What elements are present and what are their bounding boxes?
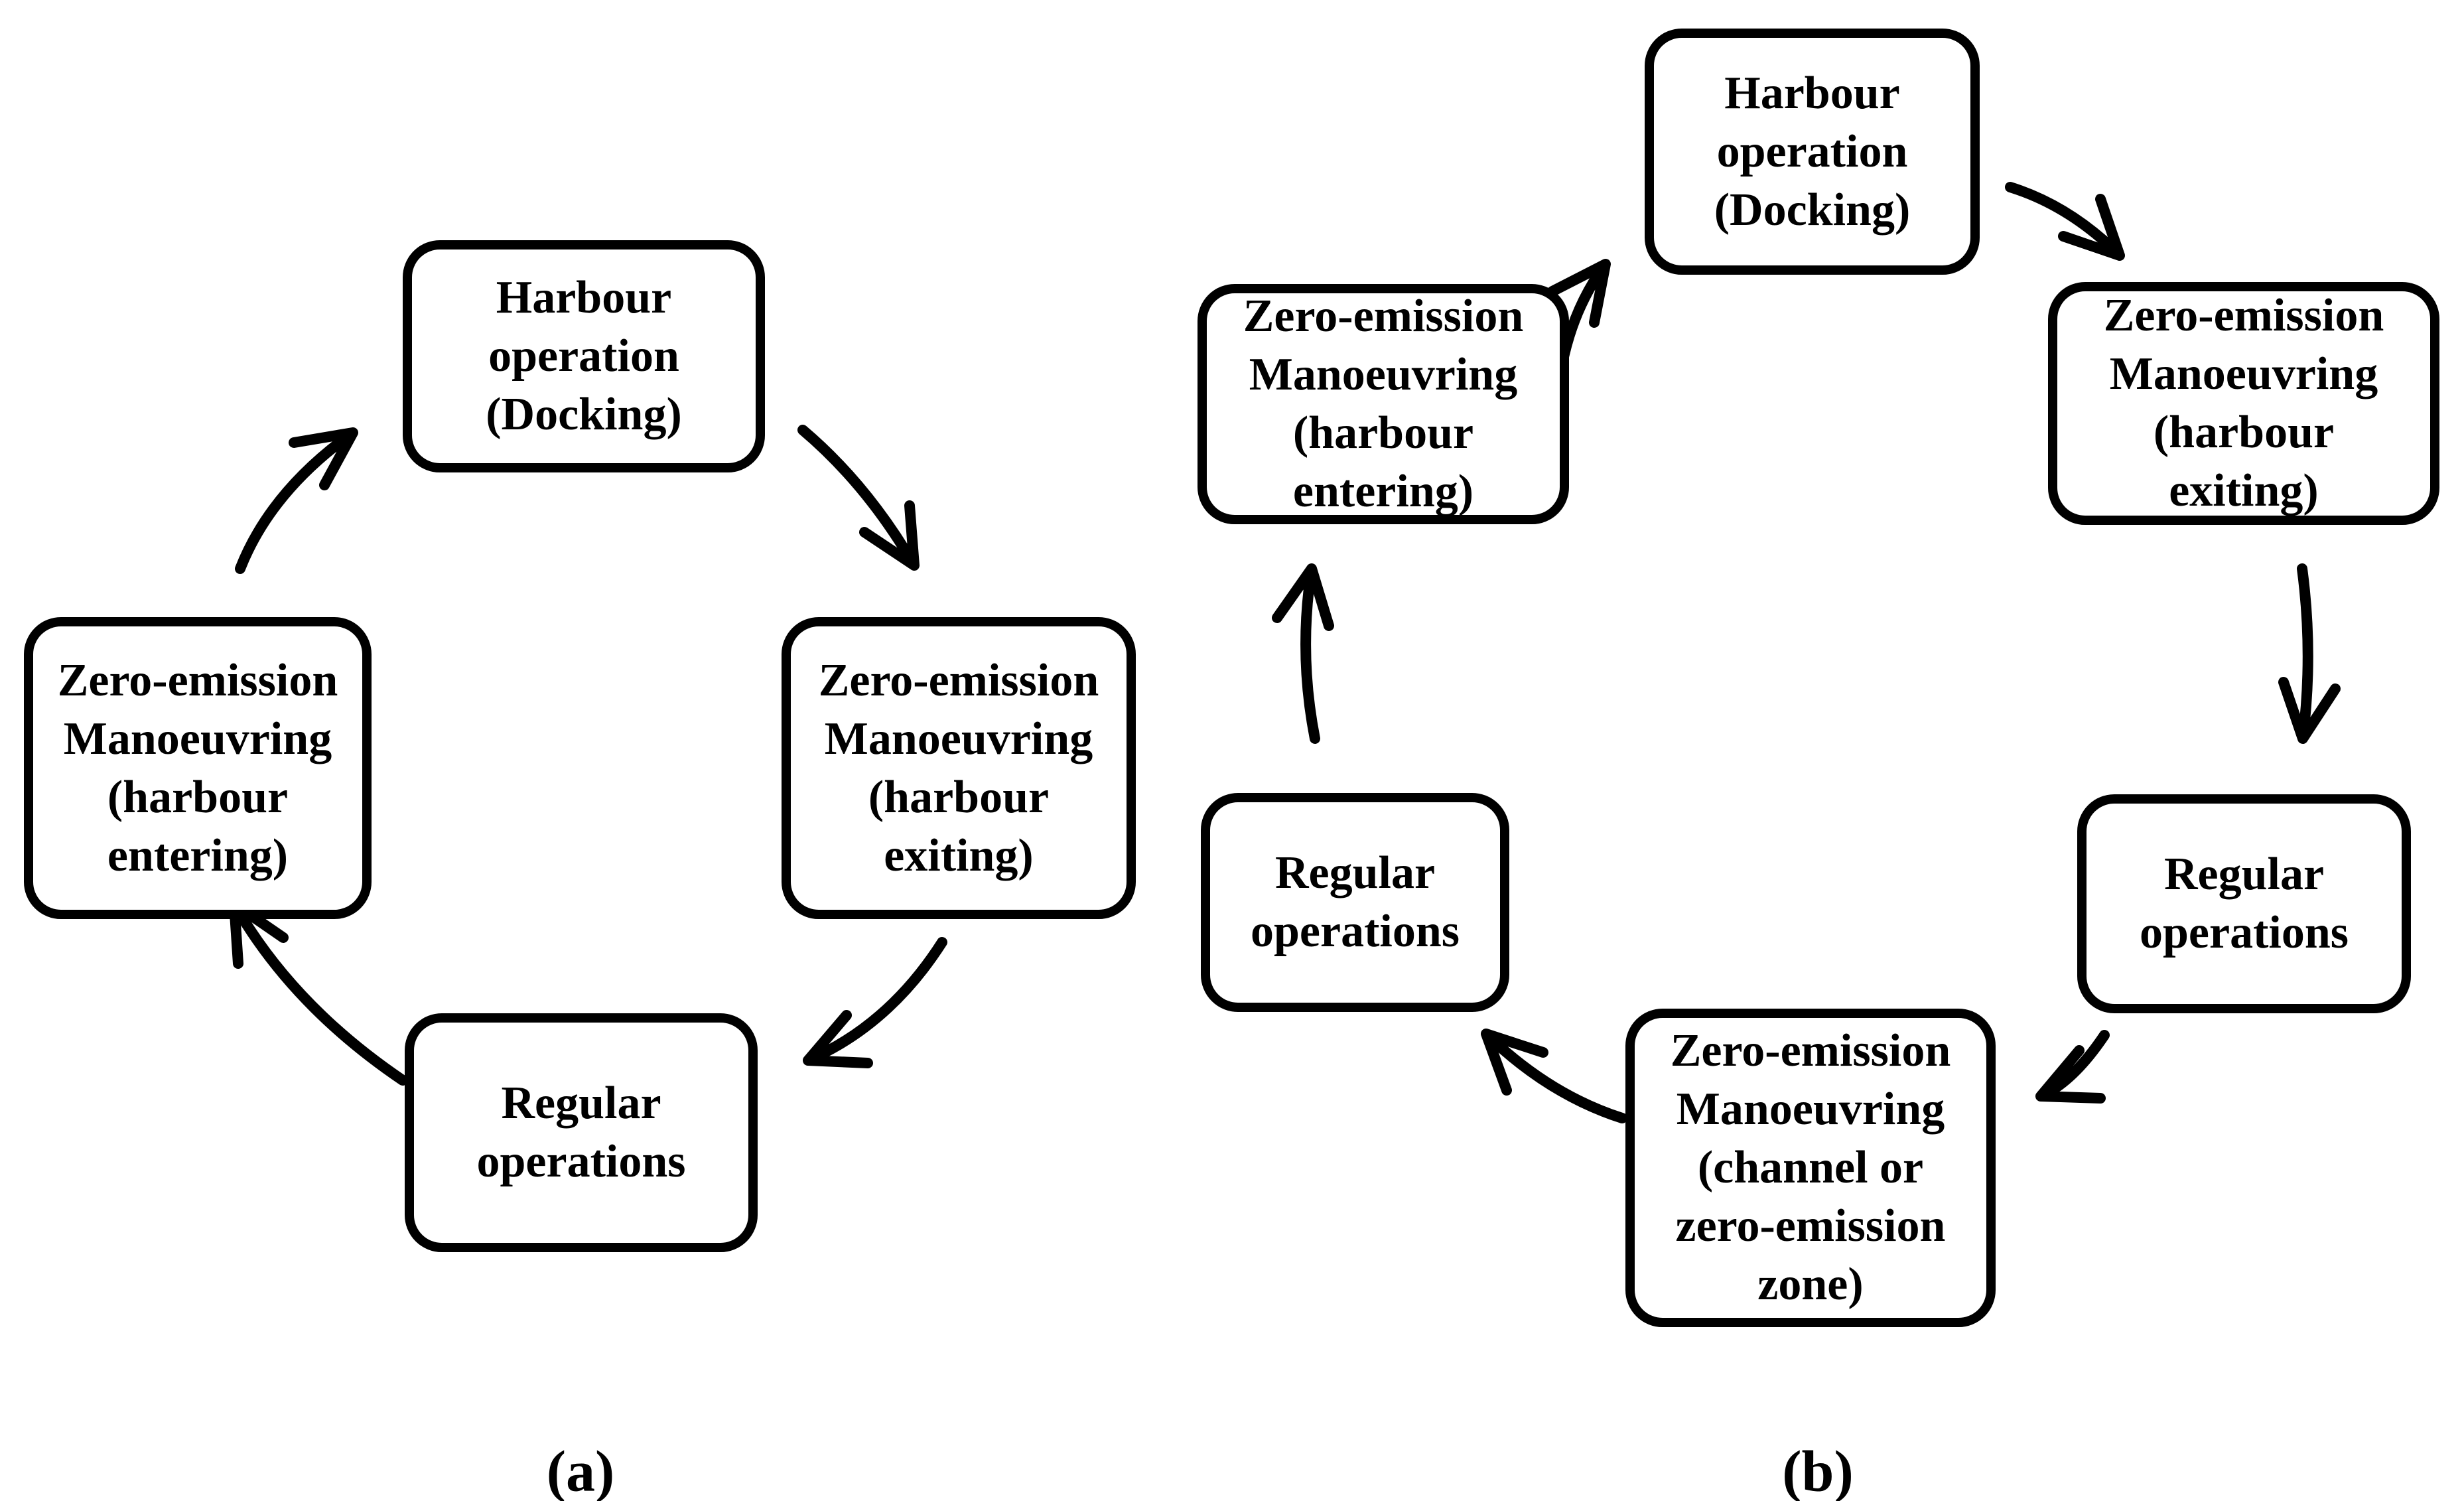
arrow-b-regular-to-channel xyxy=(2035,1030,2110,1104)
arrow-b-exiting-to-regular xyxy=(2278,563,2341,744)
arrow-a-docking-to-exiting xyxy=(797,425,920,571)
panel-a-label: (a) xyxy=(546,1439,615,1501)
arrow-a-regular-to-entering xyxy=(229,898,408,1086)
node-b-regular-operations-before-entering: Regular operations xyxy=(1201,793,1509,1012)
panel-b-label: (b) xyxy=(1782,1439,1854,1501)
node-b-zero-emission-manoeuvring-channel-or-zero-emission-zone: Zero-emission Manoeuvring (channel or ze… xyxy=(1625,1009,1996,1327)
node-a-harbour-operation-docking: Harbour operation (Docking) xyxy=(403,240,765,472)
arrow-b-docking-to-exiting xyxy=(2005,182,2125,261)
arrow-b-channel-to-regular xyxy=(1481,1029,1627,1123)
node-b-zero-emission-manoeuvring-harbour-exiting: Zero-emission Manoeuvring (harbour exiti… xyxy=(2048,282,2439,525)
node-a-regular-operations: Regular operations xyxy=(405,1013,758,1252)
panel-a-arrows xyxy=(229,425,947,1086)
node-b-harbour-operation-docking: Harbour operation (Docking) xyxy=(1645,29,1980,275)
node-b-regular-operations-after-exiting: Regular operations xyxy=(2077,794,2411,1013)
arrow-a-exiting-to-regular xyxy=(803,937,947,1068)
arrow-a-entering-to-docking xyxy=(235,427,358,574)
node-a-zero-emission-manoeuvring-harbour-entering: Zero-emission Manoeuvring (harbour enter… xyxy=(24,617,372,919)
node-a-zero-emission-manoeuvring-harbour-exiting: Zero-emission Manoeuvring (harbour exiti… xyxy=(782,617,1136,919)
node-b-zero-emission-manoeuvring-harbour-entering: Zero-emission Manoeuvring (harbour enter… xyxy=(1198,284,1569,524)
panel-b-arrows xyxy=(1272,182,2341,1123)
arrow-b-regular-to-entering xyxy=(1272,563,1334,744)
